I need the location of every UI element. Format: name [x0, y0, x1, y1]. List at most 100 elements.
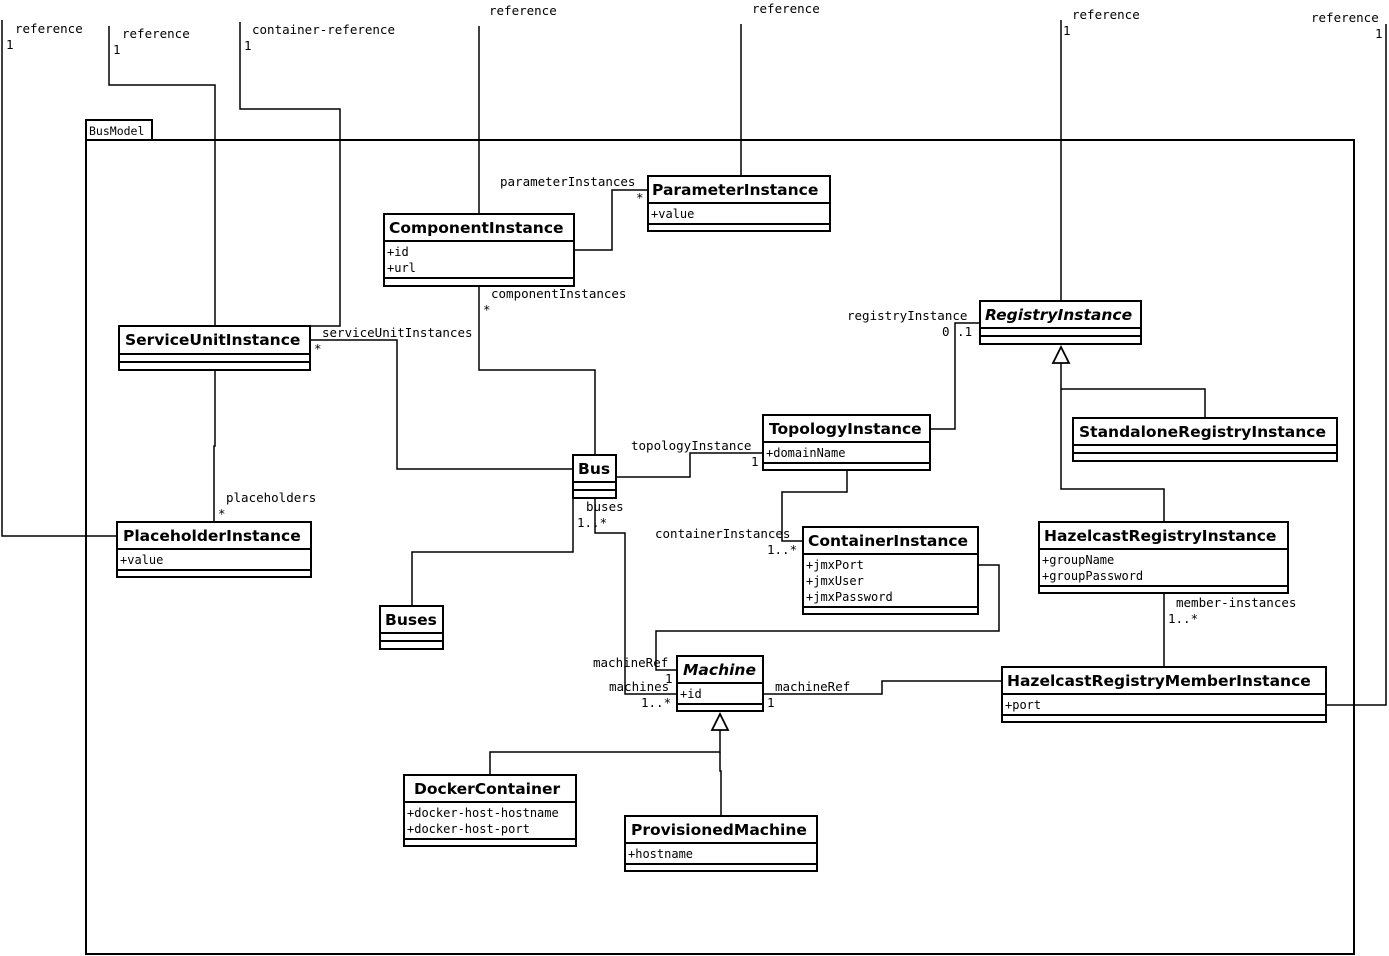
class-attribute: +hostname: [628, 847, 693, 861]
role-label: reference: [1311, 10, 1379, 25]
class-component-instance: ComponentInstance +id +url: [383, 213, 575, 287]
package-name: BusModel: [89, 124, 144, 138]
role-label: placeholders: [226, 490, 316, 505]
class-name: PlaceholderInstance: [123, 527, 301, 545]
edge-bus-serviceunit: [310, 339, 573, 470]
class-hazelcast-registry-instance: HazelcastRegistryInstance +groupName +gr…: [1038, 521, 1289, 594]
edge-component-parameter: [574, 189, 648, 251]
edge-bus-topology: [616, 452, 763, 478]
role-label: serviceUnitInstances: [322, 325, 473, 340]
multiplicity-label: 1..*: [577, 515, 607, 530]
edge-member-reference: [1326, 24, 1387, 706]
multiplicity-label: 1: [113, 42, 121, 57]
role-label: reference: [752, 1, 820, 16]
class-attribute: +url: [387, 261, 416, 275]
multiplicity-label: 1: [6, 37, 14, 52]
role-label: buses: [586, 499, 624, 514]
class-registry-instance: RegistryInstance: [979, 300, 1142, 345]
role-label: machines: [609, 679, 669, 694]
multiplicity-label: 1..*: [1168, 611, 1198, 626]
class-name: ContainerInstance: [808, 532, 968, 550]
class-name: ComponentInstance: [389, 219, 564, 237]
class-name: ProvisionedMachine: [631, 821, 807, 839]
role-label: machineRef: [775, 679, 850, 694]
class-placeholder-instance: PlaceholderInstance +value: [116, 521, 312, 578]
class-attribute: +groupName: [1042, 553, 1114, 567]
multiplicity-label: *: [636, 190, 644, 205]
class-name: HazelcastRegistryMemberInstance: [1007, 672, 1311, 690]
class-name: TopologyInstance: [769, 420, 922, 438]
role-label: reference: [122, 26, 190, 41]
edge-hazelcast-generalization: [1060, 389, 1165, 522]
role-label: registryInstance: [847, 308, 967, 323]
class-attribute: +docker-host-port: [407, 822, 530, 836]
multiplicity-label: *: [314, 341, 322, 356]
multiplicity-label: *: [218, 506, 226, 521]
class-service-unit-instance: ServiceUnitInstance: [118, 325, 311, 371]
role-label: container-reference: [252, 22, 395, 37]
class-attribute: +jmxPassword: [806, 590, 893, 604]
multiplicity-label: 1: [751, 454, 759, 469]
multiplicity-label: 1: [767, 695, 775, 710]
class-attribute: +value: [120, 553, 163, 567]
edges: [1, 20, 1387, 816]
class-name: Machine: [683, 661, 756, 679]
edge-labels: reference 1 reference 1 container-refere…: [6, 1, 1383, 710]
multiplicity-label: 1..*: [767, 542, 797, 557]
class-attribute: +id: [680, 687, 702, 701]
class-name: Buses: [385, 611, 437, 629]
edge-serviceunit-reference: [108, 26, 216, 326]
multiplicity-label: 1: [244, 38, 252, 53]
class-standalone-registry-instance: StandaloneRegistryInstance: [1072, 417, 1338, 462]
class-attribute: +groupPassword: [1042, 569, 1143, 583]
role-label: containerInstances: [655, 526, 790, 541]
edge-standalone-generalization: [1060, 363, 1206, 418]
role-label: reference: [15, 21, 83, 36]
class-attribute: +domainName: [766, 446, 845, 460]
edge-docker-generalization: [489, 730, 721, 775]
edge-topology-registry: [930, 322, 980, 430]
role-label: reference: [1072, 7, 1140, 22]
edge-machine-member: [763, 680, 1002, 695]
multiplicity-label: 1: [1063, 23, 1071, 38]
class-attribute: +port: [1005, 698, 1041, 712]
multiplicity-label: 1..*: [641, 695, 671, 710]
class-name: ServiceUnitInstance: [125, 331, 300, 349]
role-label: machineRef: [593, 655, 668, 670]
edge-serviceunit-container-reference: [239, 22, 341, 327]
package-busmodel: BusModel: [85, 119, 1355, 955]
class-name: RegistryInstance: [985, 306, 1132, 324]
class-name: DockerContainer: [414, 780, 561, 798]
generalization-arrow-registry: [1051, 344, 1071, 364]
class-attribute: +jmxPort: [806, 558, 864, 572]
role-label: reference: [489, 3, 557, 18]
role-label: topologyInstance: [631, 438, 751, 453]
class-attribute: +jmxUser: [806, 574, 864, 588]
class-machine: Machine +id: [676, 655, 764, 712]
multiplicity-label: 0 .1: [942, 324, 972, 339]
edge-topology-container: [781, 470, 848, 542]
multiplicity-label: *: [483, 302, 491, 317]
multiplicity-label: 1: [1375, 26, 1383, 41]
role-label: componentInstances: [491, 286, 626, 301]
role-label: parameterInstances: [500, 174, 635, 189]
multiplicity-label: 1: [665, 671, 673, 686]
class-name: StandaloneRegistryInstance: [1079, 423, 1326, 441]
edge-bus-machine: [594, 498, 677, 695]
role-label: member-instances: [1176, 595, 1296, 610]
edge-bus-component: [478, 286, 596, 455]
class-name: ParameterInstance: [652, 181, 818, 199]
class-provisioned-machine: ProvisionedMachine +hostname: [624, 815, 818, 872]
class-topology-instance: TopologyInstance +domainName: [762, 414, 931, 471]
class-parameter-instance: ParameterInstance +value: [647, 175, 831, 232]
class-attribute: +id: [387, 245, 409, 259]
class-buses: Buses: [379, 605, 444, 650]
edge-placeholder-reference: [1, 20, 116, 537]
edge-provisioned-generalization: [719, 752, 722, 816]
class-name: HazelcastRegistryInstance: [1044, 527, 1276, 545]
class-bus: Bus: [572, 454, 617, 499]
edge-serviceunit-placeholder: [213, 370, 216, 522]
class-docker-container: DockerContainer +docker-host-hostname +d…: [403, 774, 577, 847]
class-name: Bus: [578, 460, 610, 478]
